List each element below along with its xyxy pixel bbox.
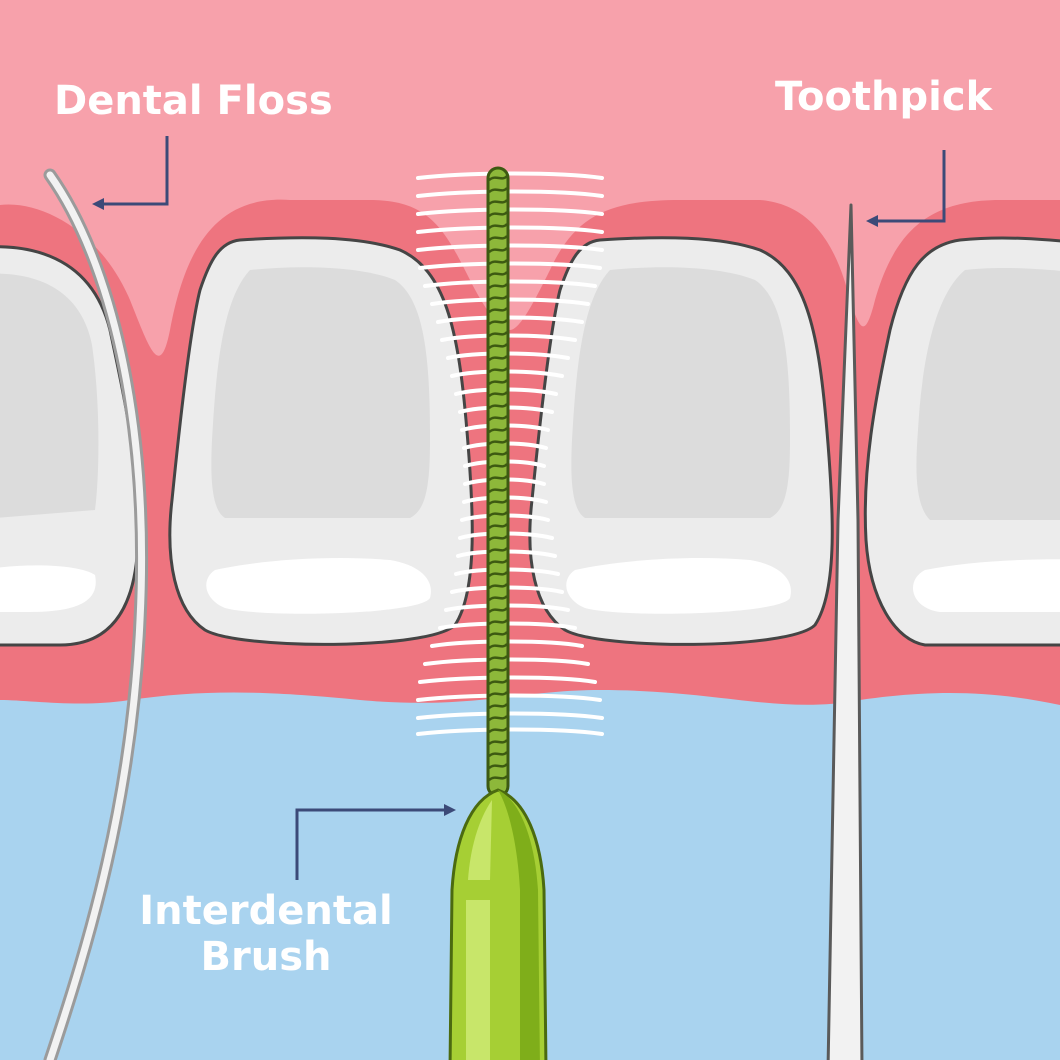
wire-twist [488,427,508,434]
wire-twist [488,571,508,578]
wire-twist [488,247,508,254]
wire-twist [488,643,508,650]
wire-twist [488,295,508,302]
wire-twist [488,547,508,554]
wire-twist [488,715,508,722]
wire-twist [488,775,508,782]
wire-twist [488,667,508,674]
wire-twist [488,307,508,314]
wire-twist [488,175,508,182]
toothpick [826,203,864,1060]
wire-twist [488,487,508,494]
brush-handle [448,788,548,1060]
wire-twist [488,703,508,710]
wire-twist [488,187,508,194]
wire-twist [488,463,508,470]
wire-twist [488,499,508,506]
wire-twist [488,331,508,338]
interdental-brush-label-line1: Interdental [139,888,393,934]
wire-twist [488,271,508,278]
wire-twist [488,355,508,362]
wire-twist [488,475,508,482]
arrow-dental-floss [92,136,169,210]
wire-twist [488,415,508,422]
wire-twist [488,583,508,590]
wire-twist [488,451,508,458]
tooth-center-left [168,236,474,646]
tooth-far-left [0,245,140,647]
wire-twist [488,511,508,518]
wire-twist [488,739,508,746]
wire-twist [488,631,508,638]
wire-twist [488,559,508,566]
tooth-far-right [863,236,1060,647]
wire-twist [488,691,508,698]
wire-twist [488,367,508,374]
tooth-center-right [528,236,834,646]
wire-twist [488,259,508,266]
wire-twist [488,343,508,350]
dental-floss-strand [43,168,149,1060]
interdental-brush-label: Interdental Brush [133,888,399,980]
toothpick-label: Toothpick [775,74,993,120]
wire-twist [488,679,508,686]
wire-twist [488,403,508,410]
wire-twist [488,619,508,626]
wire-twist [488,727,508,734]
wire-twist [488,535,508,542]
wire-twist [488,211,508,218]
wire-twist [488,751,508,758]
wire-twist [488,379,508,386]
wire-twist [488,439,508,446]
wire-twist [488,655,508,662]
dental-floss-label: Dental Floss [54,78,333,124]
wire-twist [488,319,508,326]
wire-twist [488,223,508,230]
interdental-brush-label-line2: Brush [200,934,332,980]
arrow-toothpick [866,150,946,227]
wire-twist [488,235,508,242]
brush-wire [486,166,510,798]
wire-twist [488,391,508,398]
wire-twist [488,607,508,614]
arrow-interdental-brush [295,804,456,880]
wire-twist [488,763,508,770]
wire-twist [488,199,508,206]
wire-twist [488,595,508,602]
wire-twist [488,283,508,290]
wire-twist [488,523,508,530]
